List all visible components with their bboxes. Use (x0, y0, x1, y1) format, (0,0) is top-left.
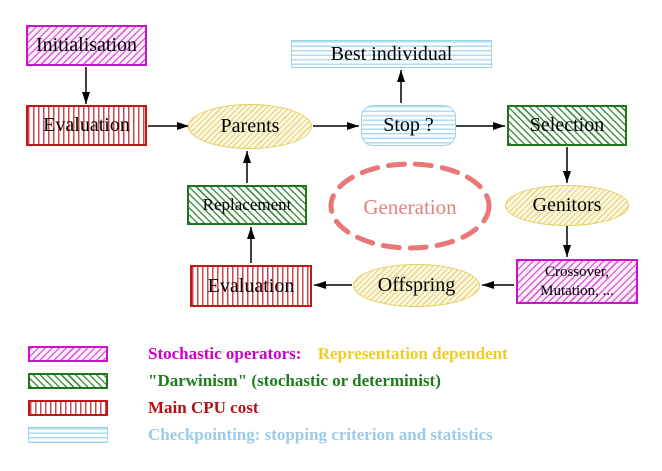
mutation-line: Mutation, ... (540, 282, 614, 299)
legend-swatch-cyan-stripes (28, 427, 108, 443)
node-stop: Stop ? (361, 105, 456, 146)
legend-swatch-red-stripes (28, 400, 108, 416)
crossover-line: Crossover, (545, 263, 609, 280)
legend-row-stochastic-operators: Stochastic operators: Representation dep… (28, 344, 508, 364)
legend-text-stochastic: Stochastic operators: (148, 344, 302, 363)
node-initialisation: Initialisation (26, 25, 147, 66)
node-genitors: Genitors (505, 185, 629, 226)
node-selection: Selection (507, 105, 627, 146)
node-offspring: Offspring (353, 264, 480, 307)
node-best-individual: Best individual (291, 40, 492, 68)
legend-row-darwinism: "Darwinism" (stochastic or determinist) (28, 371, 441, 391)
node-replacement: Replacement (187, 185, 307, 225)
node-evaluation-bottom: Evaluation (190, 265, 312, 307)
legend-row-checkpointing: Checkpointing: stopping criterion and st… (28, 425, 493, 445)
legend-row-main-cpu-cost: Main CPU cost (28, 398, 258, 418)
node-parents: Parents (188, 104, 312, 149)
node-crossover-mutation: Crossover, Mutation, ... (516, 259, 638, 304)
legend-swatch-magenta-hatch (28, 346, 108, 362)
legend-text-cpu: Main CPU cost (148, 398, 259, 417)
legend-swatch-green-hatch (28, 373, 108, 389)
legend-label-main-cpu-cost: Main CPU cost (148, 398, 258, 418)
legend-label-stochastic-operators: Stochastic operators: Representation dep… (148, 344, 508, 364)
legend-label-checkpointing: Checkpointing: stopping criterion and st… (148, 425, 493, 445)
legend-text-checkpointing: Checkpointing: stopping criterion and st… (148, 425, 493, 444)
legend-label-darwinism: "Darwinism" (stochastic or determinist) (148, 371, 441, 391)
legend-text-representation: Representation dependent (317, 344, 508, 363)
node-evaluation-top: Evaluation (26, 105, 147, 146)
legend-text-darwinism: "Darwinism" (stochastic or determinist) (148, 371, 441, 390)
generation-label: Generation (363, 195, 457, 219)
